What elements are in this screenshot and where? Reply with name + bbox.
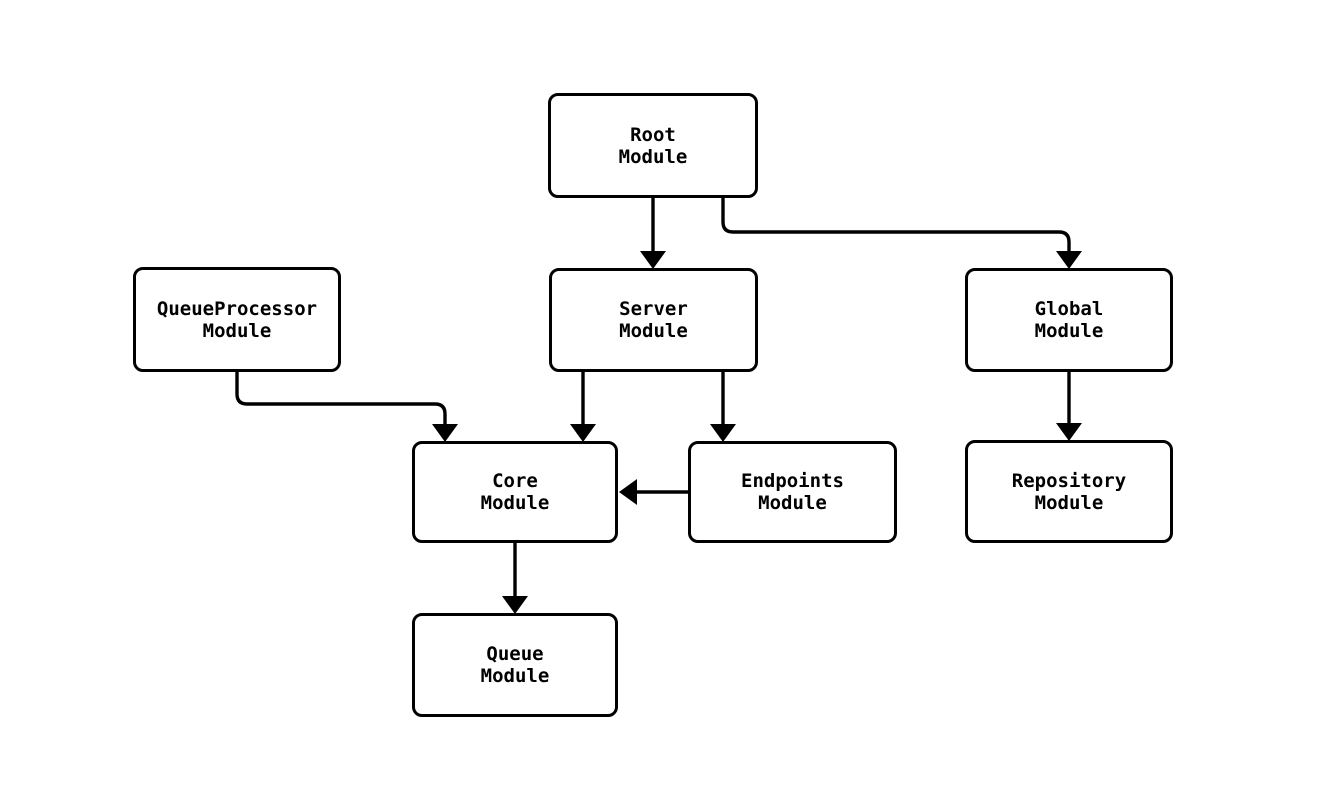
node-global-module: Global Module [965,268,1173,372]
node-repository-module-label: Repository Module [1011,469,1127,514]
node-queue-module-label: Queue Module [480,643,550,687]
edge-endpoints-to-core [619,479,688,505]
node-endpoints-module: Endpoints Module [688,441,897,543]
node-root-module-label: Root Module [618,123,688,168]
edge-server-to-core [570,372,596,442]
node-endpoints-module-label: Endpoints Module [741,470,844,514]
node-server-module-label: Server Module [619,298,688,342]
node-queueprocessor-module-label: QueueProcessor Module [156,297,318,342]
node-server-module: Server Module [549,268,758,372]
node-repository-module: Repository Module [965,440,1173,543]
edge-queueprocessor-to-core [235,372,458,442]
edge-server-to-endpoints [710,372,736,442]
edge-core-to-queue [502,543,528,614]
edge-global-to-repository [1056,372,1082,441]
node-queueprocessor-module: QueueProcessor Module [133,267,341,372]
node-root-module: Root Module [548,93,758,198]
edge-root-to-global [721,198,1082,269]
edge-root-to-server [640,198,666,269]
node-queue-module: Queue Module [412,613,618,717]
node-global-module-label: Global Module [1034,298,1104,342]
node-core-module-label: Core Module [480,470,550,514]
node-core-module: Core Module [412,441,618,543]
